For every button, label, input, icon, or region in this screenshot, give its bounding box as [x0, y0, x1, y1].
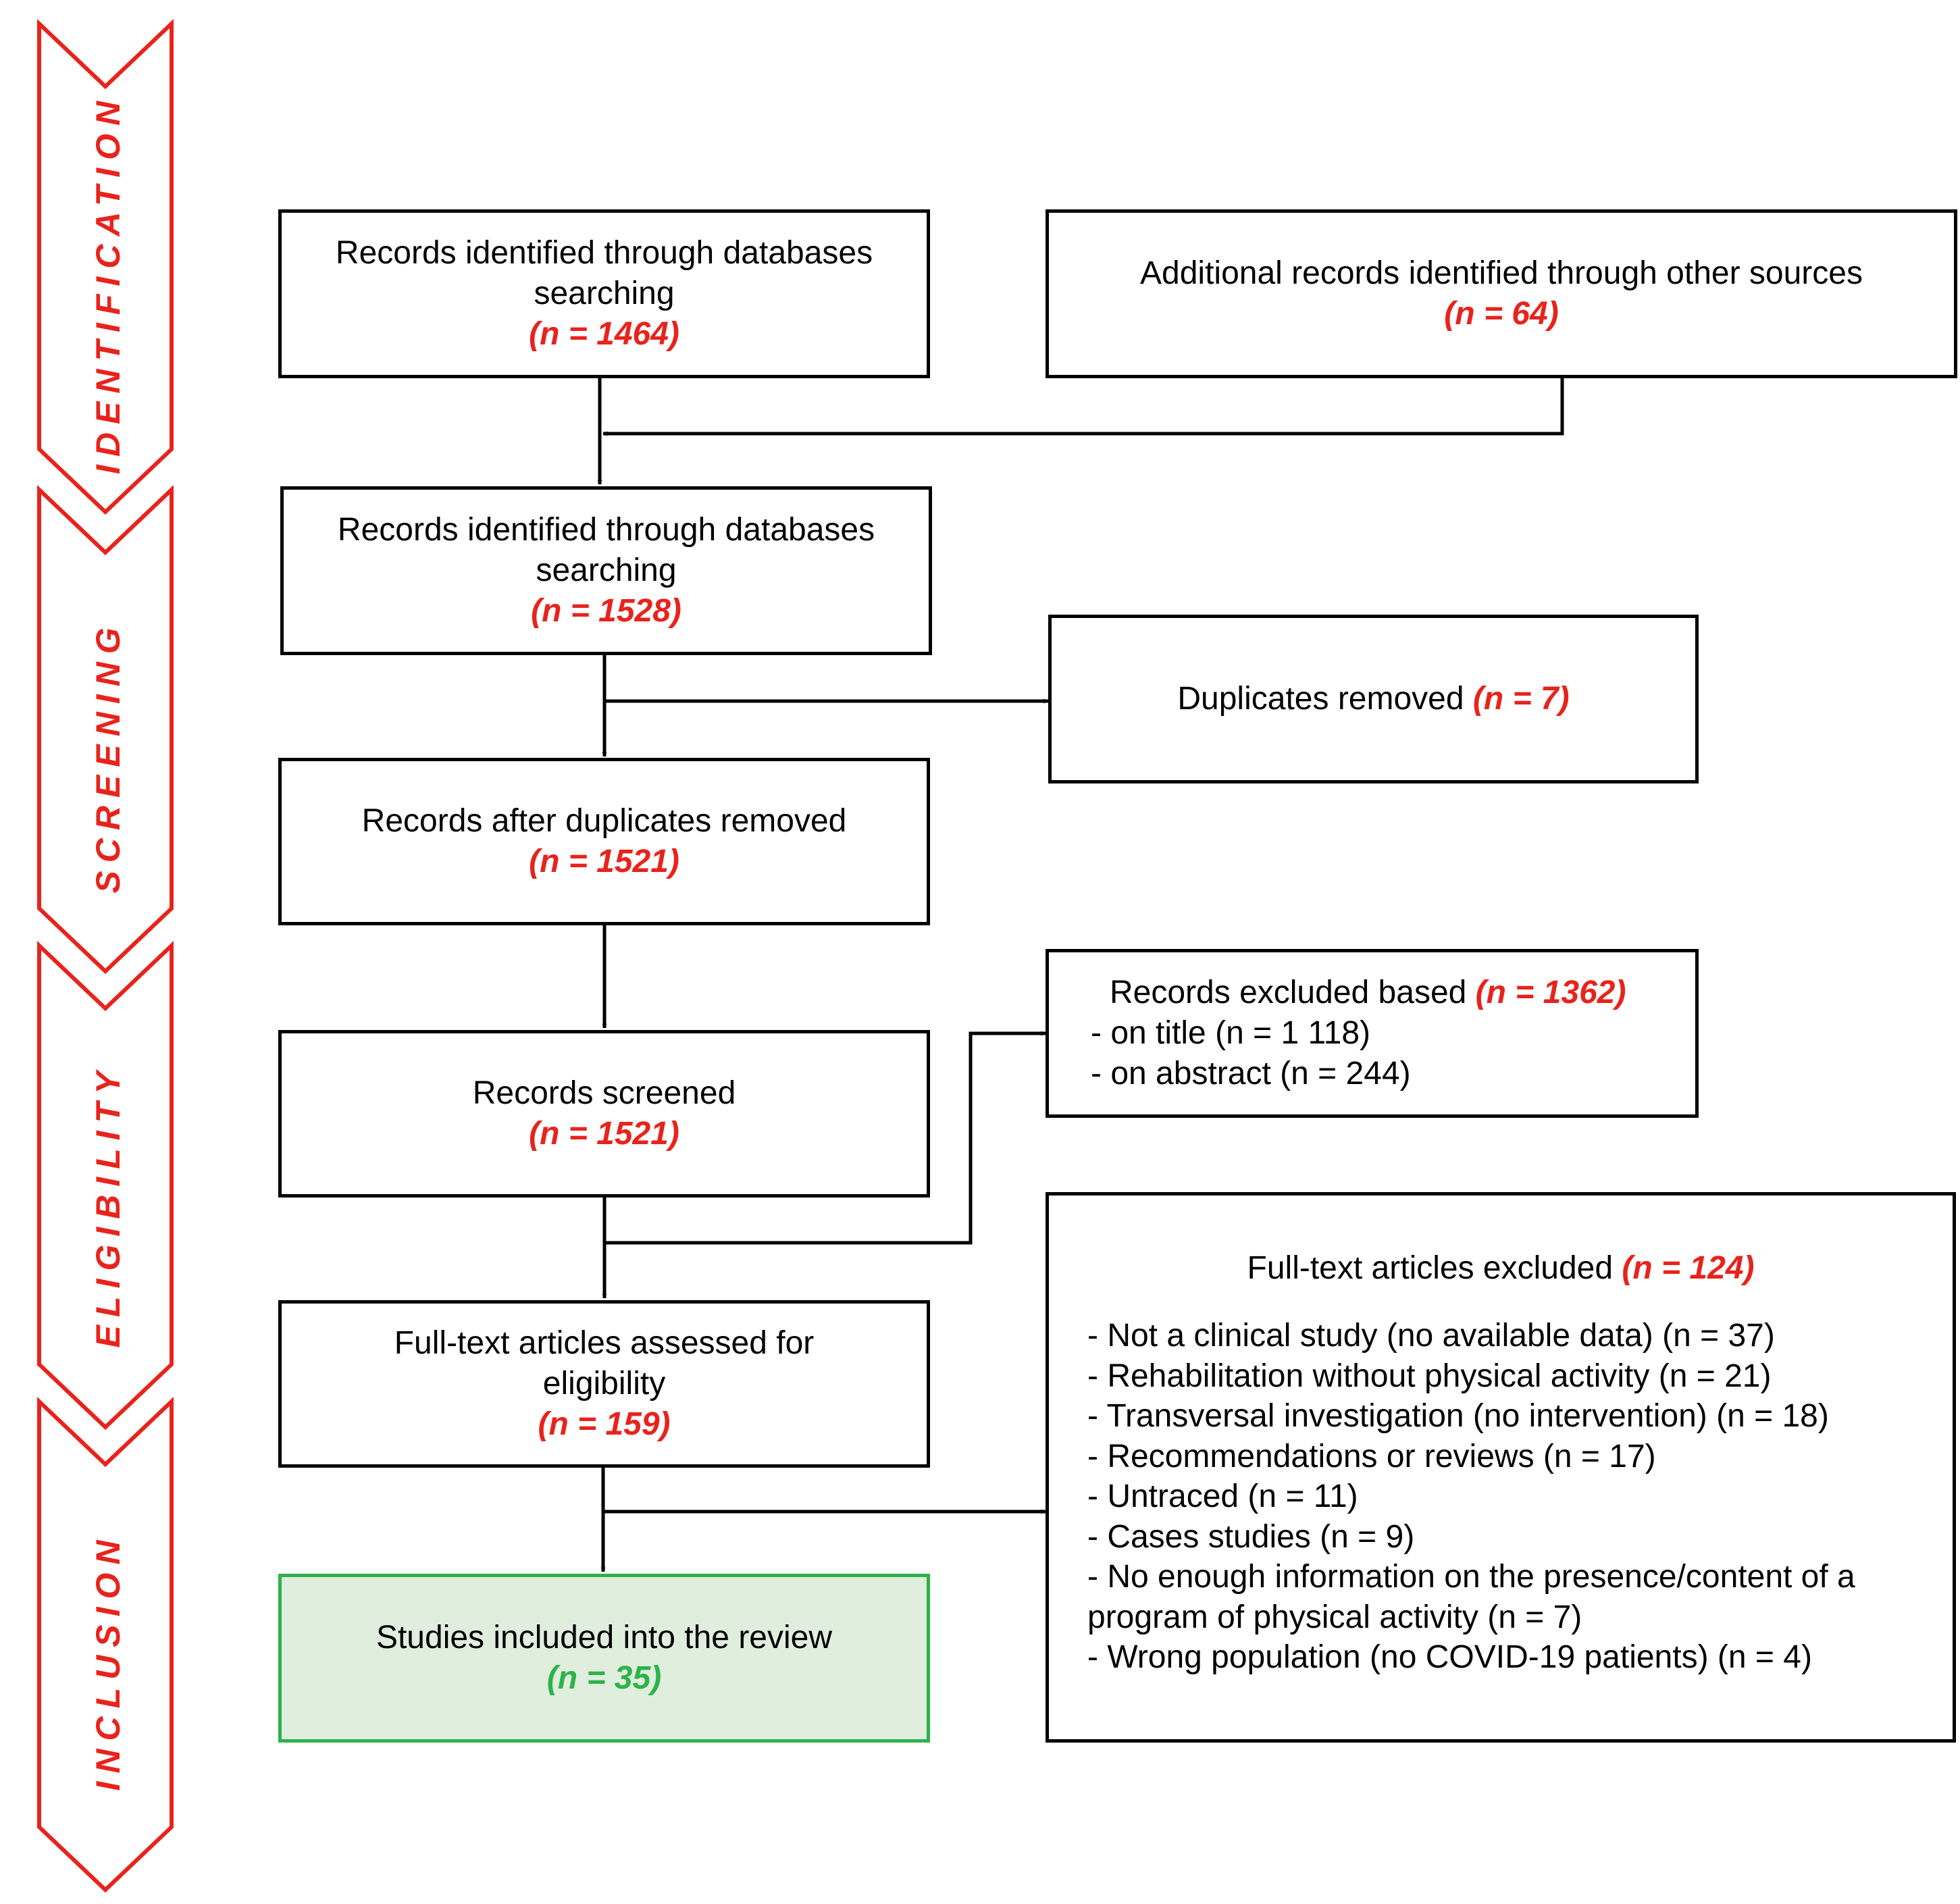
fulltext-excluded-reasons: - Not a clinical study (no available dat…: [1087, 1316, 1855, 1678]
box-included-count: (n = 35): [546, 1660, 662, 1696]
box-combined-count: (n = 1528): [531, 593, 681, 629]
fulltext-excluded-item: - Cases studies (n = 9): [1087, 1518, 1415, 1555]
box-screened: Records screened (n = 1521): [278, 1030, 930, 1198]
excluded-records-text: Records excluded based: [1110, 975, 1467, 1010]
box-assessed-text: Full-text articles assessed for eligibil…: [394, 1325, 815, 1401]
chevron-screening: [37, 485, 174, 975]
excluded-records-count: (n = 1362): [1475, 975, 1626, 1010]
fulltext-excluded-item: - Not a clinical study (no available dat…: [1087, 1318, 1775, 1354]
fulltext-excluded-item: program of physical activity (n = 7): [1087, 1599, 1582, 1635]
box-included-text: Studies included into the review: [376, 1620, 833, 1655]
fulltext-excluded-item: - No enough information on the presence/…: [1087, 1559, 1855, 1595]
arrow-other-to-combined: [602, 377, 1564, 436]
box-included: Studies included into the review (n = 35…: [278, 1574, 930, 1743]
fulltext-excluded-item: - Untraced (n = 11): [1087, 1478, 1358, 1514]
box-other-sources-count: (n = 64): [1444, 296, 1559, 332]
box-after-duplicates: Records after duplicates removed (n = 15…: [278, 758, 930, 925]
chevron-eligibility: [37, 941, 174, 1431]
box-assessed-count: (n = 159): [538, 1406, 671, 1442]
phase-label-screening: SCREENING: [89, 619, 127, 894]
excluded-records-header: Records excluded based (n = 1362): [1110, 973, 1626, 1013]
fulltext-excluded-text: Full-text articles excluded: [1247, 1250, 1614, 1286]
box-other-sources: Additional records identified through ot…: [1046, 209, 1957, 378]
box-db-search-count: (n = 1464): [529, 316, 679, 352]
box-db-search-text: Records identified through databases sea…: [335, 235, 873, 311]
box-after-duplicates-count: (n = 1521): [529, 844, 679, 879]
excluded-records-item: - on title (n = 1 118): [1091, 1015, 1370, 1051]
box-duplicates-count: (n = 7): [1472, 681, 1570, 717]
chevron-inclusion: [37, 1397, 174, 1893]
phase-chevrons: [37, 19, 174, 1893]
box-excluded-records: Records excluded based (n = 1362) - on t…: [1046, 949, 1699, 1118]
phase-label-identification: IDENTIFICATION: [89, 93, 127, 475]
chevron-identification: [37, 19, 174, 515]
box-db-search: Records identified through databases sea…: [278, 209, 930, 378]
box-screened-text: Records screened: [472, 1075, 736, 1111]
box-after-duplicates-text: Records after duplicates removed: [361, 803, 847, 839]
phase-label-eligibility: ELIGIBILITY: [89, 1063, 127, 1348]
fulltext-excluded-item: - Transversal investigation (no interven…: [1087, 1398, 1829, 1434]
box-screened-count: (n = 1521): [529, 1116, 679, 1152]
excluded-records-item: - on abstract (n = 244): [1091, 1056, 1411, 1091]
box-other-sources-text: Additional records identified through ot…: [1140, 255, 1863, 291]
arrow-to-excluded-records: [604, 1031, 1046, 1245]
box-assessed: Full-text articles assessed for eligibil…: [278, 1300, 930, 1468]
box-fulltext-excluded: Full-text articles excluded (n = 124): [1046, 1192, 1956, 1743]
box-duplicates-text: Duplicates removed: [1177, 681, 1464, 717]
box-duplicates: Duplicates removed (n = 7): [1048, 615, 1699, 783]
fulltext-excluded-header: Full-text articles excluded (n = 124): [1049, 1248, 1953, 1289]
fulltext-excluded-item: - Wrong population (no COVID-19 patients…: [1087, 1639, 1812, 1675]
fulltext-excluded-count: (n = 124): [1622, 1250, 1755, 1286]
box-combined-text: Records identified through databases sea…: [337, 512, 875, 588]
phase-label-inclusion: INCLUSION: [89, 1532, 127, 1791]
fulltext-excluded-item: - Rehabilitation without physical activi…: [1087, 1358, 1772, 1394]
fulltext-excluded-item: - Recommendations or reviews (n = 17): [1087, 1438, 1656, 1474]
box-combined: Records identified through databases sea…: [280, 486, 932, 655]
